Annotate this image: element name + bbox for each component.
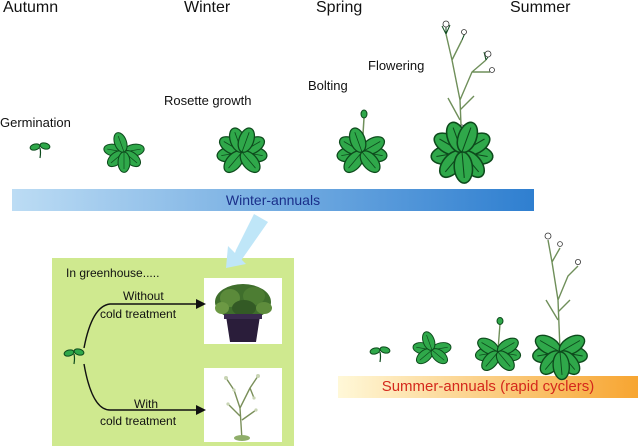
summer-bolting-plant [473, 317, 523, 375]
photo-without-cold-treatment [204, 278, 282, 344]
flowering-plant [428, 20, 496, 185]
without-cold-arrow [83, 303, 196, 349]
summer-annuals-bar [338, 376, 638, 398]
with-cold-treatment-label: cold treatment [100, 414, 177, 428]
without-label: Without [123, 289, 164, 303]
summer-rosette-small [411, 329, 453, 368]
season-autumn: Autumn [3, 0, 59, 16]
summer-flowering-plant [530, 232, 590, 381]
rosette-growth-plant [215, 125, 269, 177]
season-summer: Summer [510, 0, 571, 16]
without-cold-treatment-label: cold treatment [100, 307, 177, 321]
season-winter: Winter [184, 0, 231, 16]
photo-with-cold-treatment [204, 368, 282, 442]
pointer-arrow [232, 214, 268, 262]
winter-annuals-label: Winter-annuals [225, 192, 321, 208]
stage-germination: Germination [0, 115, 71, 130]
stage-flowering: Flowering [368, 58, 425, 73]
summer-seedling [368, 345, 392, 363]
flowering-plant-icon [224, 374, 260, 441]
winter-annuals-bar [12, 189, 534, 211]
summer-annuals-label: Summer-annuals (rapid cyclers) [381, 378, 595, 395]
greenhouse-title: In greenhouse..... [66, 266, 160, 280]
bushy-plant-icon [215, 284, 272, 342]
seedling-germination [28, 141, 52, 159]
greenhouse-seedling [62, 347, 86, 365]
with-label: With [134, 397, 158, 411]
season-spring: Spring [316, 0, 363, 16]
with-cold-arrow [83, 363, 196, 411]
bolting-plant [335, 109, 389, 177]
rosette-small [102, 130, 146, 173]
stage-rosette-growth: Rosette growth [164, 93, 252, 108]
stage-bolting: Bolting [308, 78, 348, 93]
